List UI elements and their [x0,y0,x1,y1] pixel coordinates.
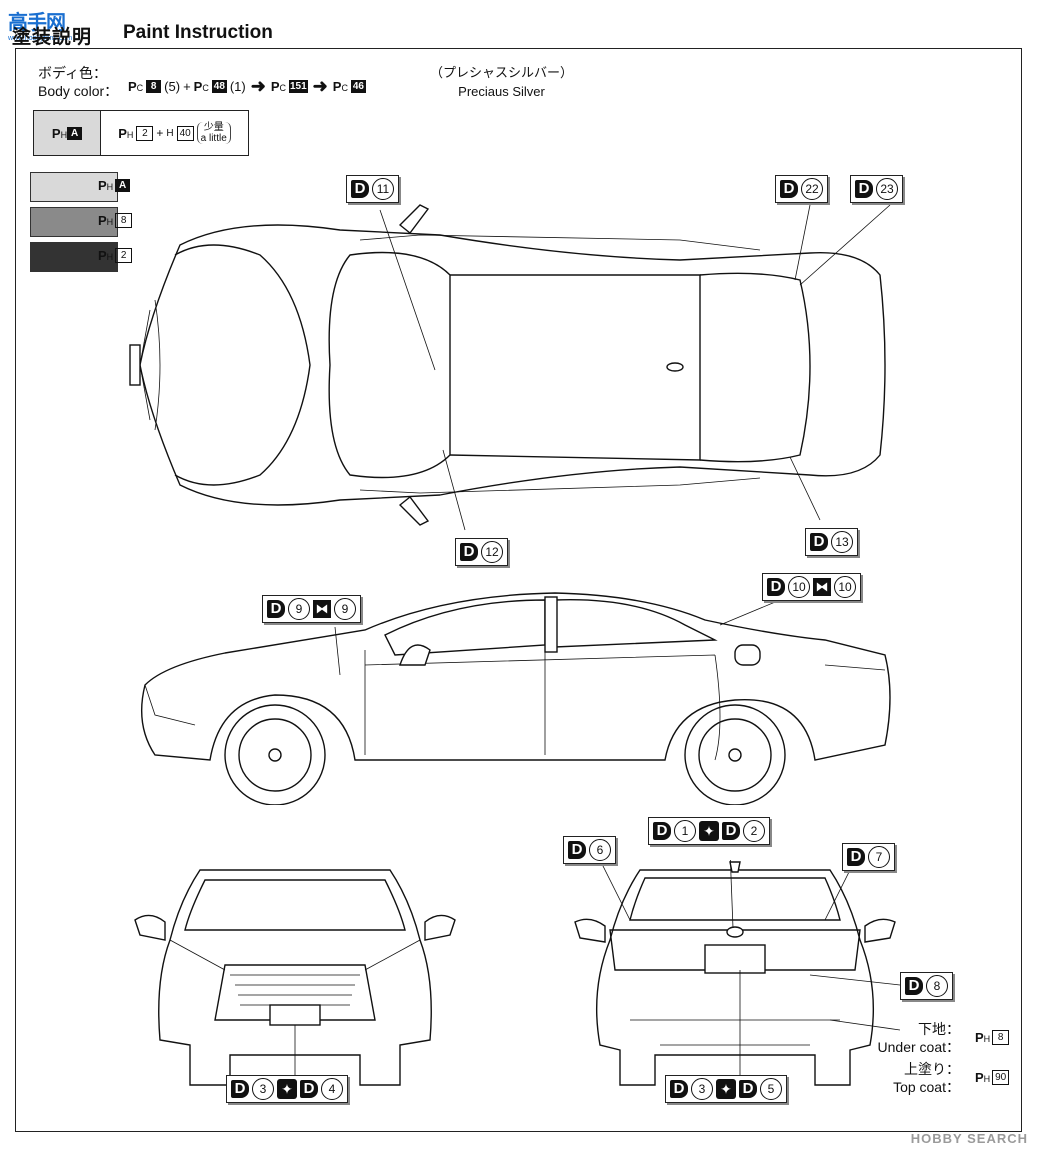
site-logo: 高手网 www.hobbyfans.com [8,12,73,42]
body-color-formula: PC 8 (5) + PC 48 (1) ➜ PC 151 ➜ PC 46 [128,76,366,97]
instruction-frame [15,48,1022,1132]
arrow-icon: ➜ [250,76,266,96]
arrow-icon: ➜ [312,76,328,96]
leader-line [599,860,631,921]
top-coat-label: 上塗り： Top coat： [893,1061,960,1095]
paint-number: 151 [288,80,308,93]
leader-line [794,204,811,281]
swatch-mid-label: PH 8 [98,213,133,228]
plus-sign: + [183,79,191,94]
leader-line [334,626,341,676]
under-coat-code: PH 8 [975,1030,1010,1045]
leader-line [442,449,466,531]
swatch-dark [30,242,118,272]
leader-line [799,204,891,286]
paint-number: 48 [211,80,227,93]
color-name: （プレシャスシルバー） Preciaus Silver [430,65,574,99]
swatch-light [30,172,118,202]
body-color-label: ボディ色： Body color： [38,65,119,99]
leader-line [829,1019,900,1031]
swatch-light-label: PH A [98,178,131,193]
title-en: Paint Instruction [123,22,273,43]
title-jp: 塗装説明 [12,27,93,48]
paint-number: 46 [350,80,366,93]
paint-code: PC [270,79,286,94]
paint-code: PC [193,79,209,94]
leader-line [809,974,900,986]
car-side-view [140,592,891,805]
paint-code: PC [128,79,144,94]
paint-ratio: (1) [229,79,246,94]
paint-number: 8 [146,80,162,93]
leader-line [719,599,781,626]
leader-line [789,456,821,521]
car-front-view [134,869,456,1086]
swatch-dark-label: PH 2 [98,248,133,263]
leader-line [729,860,734,929]
watermark: HOBBY SEARCH [910,1131,1028,1146]
mix-base: PH A [34,111,101,155]
swatch-mid [30,207,118,237]
top-coat-code: PH 90 [975,1070,1010,1085]
car-top-view [129,204,891,531]
paint-code: PC [332,79,348,94]
paint-ratio: (5) [164,79,181,94]
car-rear-view [574,860,900,1086]
leader-line [379,209,436,371]
under-coat-label: 下地： Under coat： [877,1021,960,1055]
